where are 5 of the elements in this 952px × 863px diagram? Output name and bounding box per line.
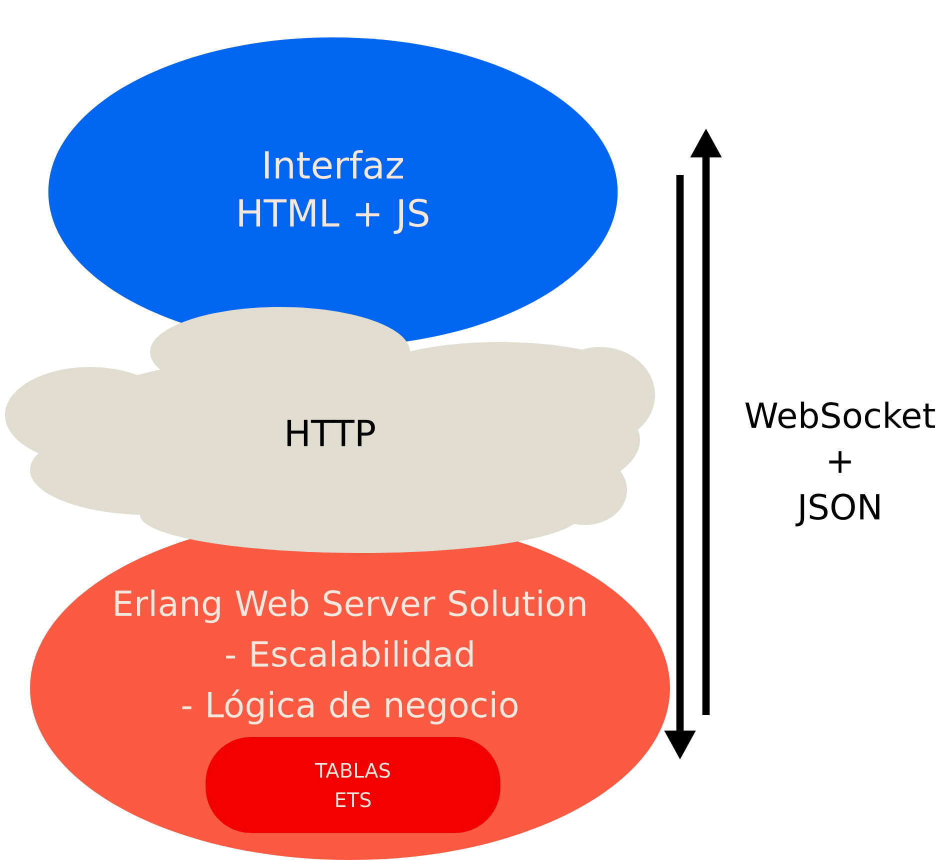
label: + [829, 451, 851, 473]
cloud: HTTP [5, 307, 655, 553]
label: WebSocket [745, 402, 935, 428]
rounded-box: TABLAS ETS [206, 737, 500, 833]
label: JSON [796, 494, 880, 526]
